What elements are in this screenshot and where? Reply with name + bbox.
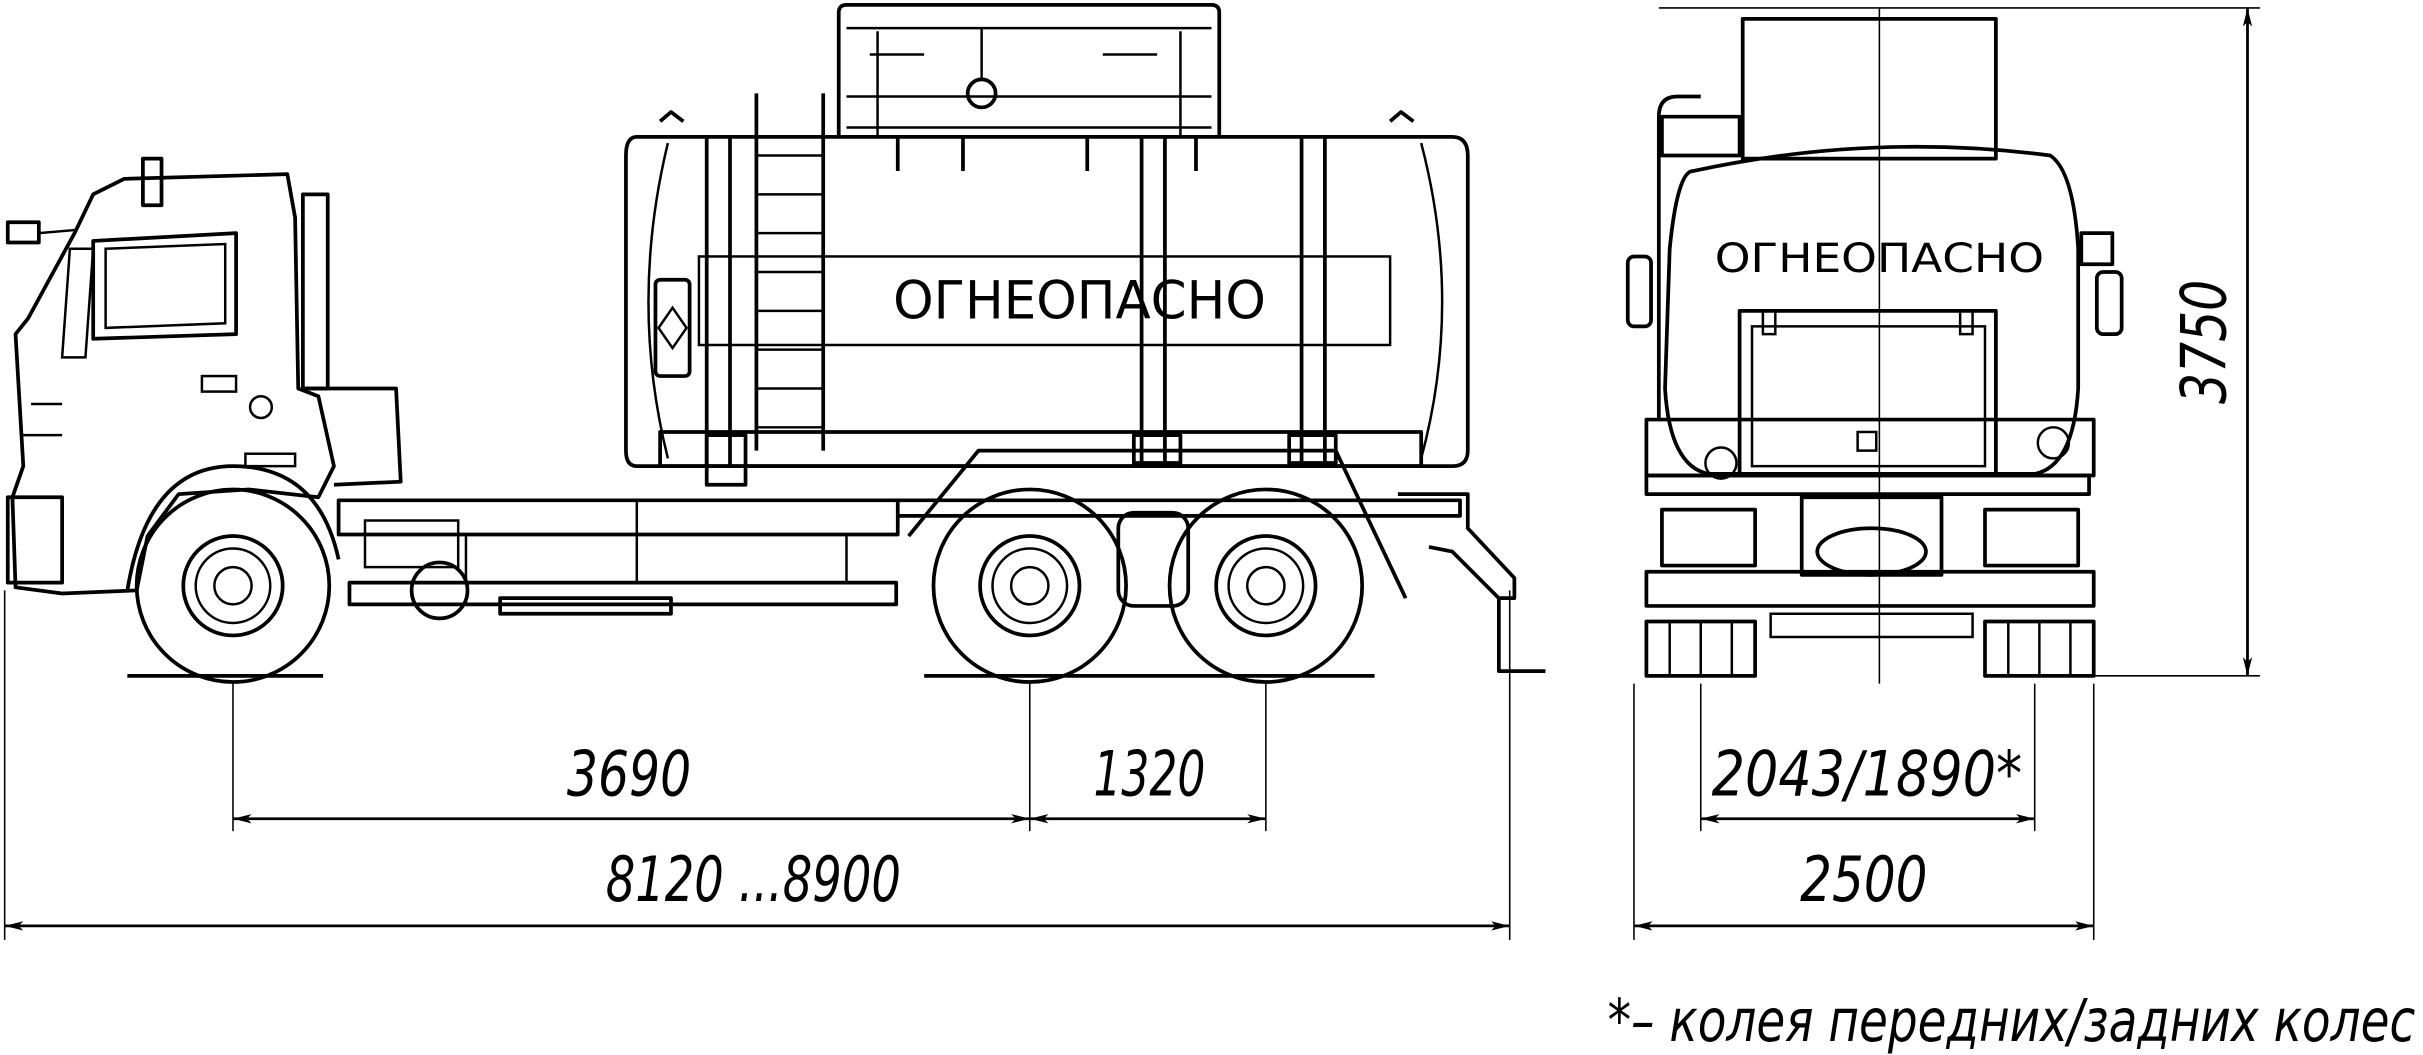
top-platform xyxy=(836,2,1222,172)
tank-label-rear: ОГНЕОПАСНО xyxy=(1715,235,2044,282)
rear-pipe xyxy=(1656,94,1701,420)
fuel-tank xyxy=(624,110,1470,487)
rear-hitch xyxy=(1397,492,1546,674)
dim-wheelbase-front: 3690 xyxy=(567,737,691,810)
dim-height: 3750 xyxy=(2168,280,2241,404)
tank-label-side: ОГНЕОПАСНО xyxy=(893,271,1266,332)
chassis xyxy=(336,498,1462,621)
dim-overall-length: 8120 ...8900 xyxy=(606,843,901,916)
rear-bumper xyxy=(1644,569,2096,608)
footnote: *– колея передних/задних колес xyxy=(1608,986,2416,1055)
truck-cab xyxy=(5,156,403,596)
front-wheel xyxy=(125,464,341,684)
side-dimensions: 3690 1320 8120 ...8900 xyxy=(3,590,1511,940)
rear-wheel-1 xyxy=(931,487,1128,684)
rear-wheels-left xyxy=(1644,619,1757,678)
rear-light-right xyxy=(1983,507,2081,568)
rear-wheel-2 xyxy=(1167,487,1365,684)
ladder xyxy=(754,93,826,451)
rear-light-left xyxy=(1660,507,1757,568)
dim-wheelbase-rear: 1320 xyxy=(1093,737,1205,810)
rear-top-box xyxy=(1740,16,1998,161)
fender-frame xyxy=(907,448,1408,599)
dim-track: 2043/1890* xyxy=(1712,737,2023,810)
rear-wheels-right xyxy=(1983,619,2096,678)
side-view: ОГНЕОПАСНО xyxy=(5,2,1546,684)
rear-dimensions: 3750 2043/1890* 2500 xyxy=(1633,7,2260,940)
axle-gear xyxy=(1116,510,1191,608)
rear-tank-body xyxy=(1663,144,2081,476)
rear-view: ОГНЕОПАСНО xyxy=(1625,7,2124,684)
dim-width: 2500 xyxy=(1800,843,1927,916)
